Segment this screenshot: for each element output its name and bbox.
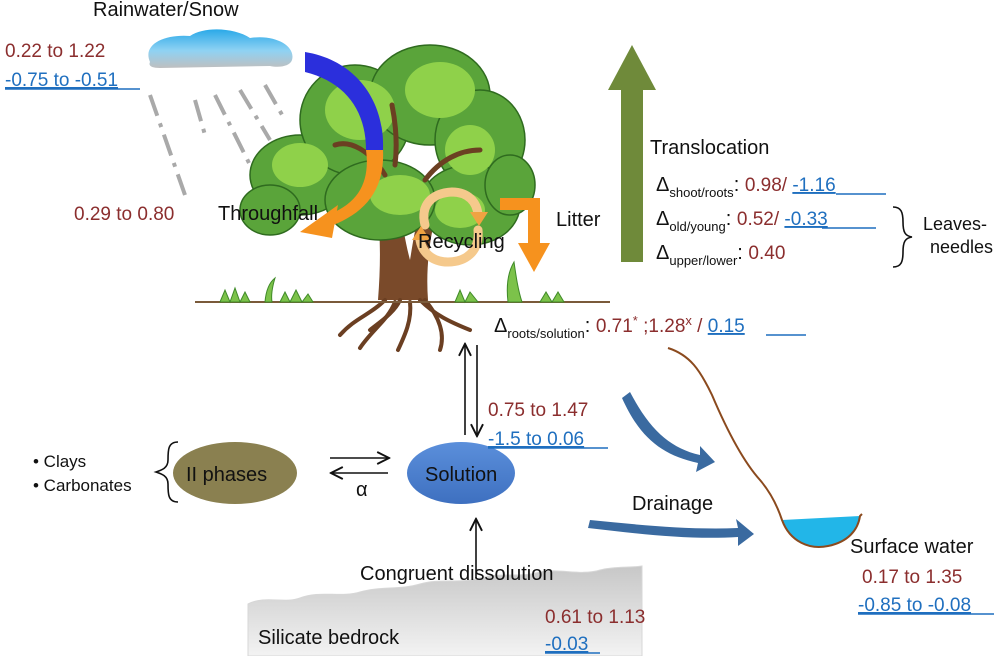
- delta-blue: -1.16: [792, 175, 835, 196]
- solution-ellipse: [407, 442, 515, 504]
- congruent-label: Congruent dissolution: [360, 563, 553, 585]
- soil-red-value: 0.75 to 1.47: [488, 400, 588, 421]
- delta-shoot-roots: Δshoot/roots: 0.98/ -1.16: [656, 174, 836, 200]
- delta-sep: :: [737, 242, 748, 264]
- delta-red: /: [692, 316, 708, 337]
- surface-water-icon: [667, 347, 863, 548]
- delta-symbol: Δ: [656, 242, 669, 264]
- throughfall-red-value: 0.29 to 0.80: [74, 204, 174, 225]
- exchange-arrows: [330, 458, 388, 473]
- phases-bracket: [153, 441, 179, 503]
- rainwater-label: Rainwater/Snow: [93, 0, 239, 21]
- translocation-arrow: [608, 45, 656, 262]
- root-solution-arrows: [465, 345, 477, 435]
- rain-cloud-icon: [148, 29, 293, 69]
- litter-label: Litter: [556, 209, 601, 231]
- tree-icon: [239, 44, 536, 352]
- delta-red: 0.71: [596, 316, 633, 337]
- grass-icon: [219, 260, 565, 304]
- delta-sep: :: [734, 174, 745, 196]
- bedrock-label: Silicate bedrock: [258, 627, 400, 649]
- surface-water-label: Surface water: [850, 536, 974, 558]
- clays-label: • Clays: [33, 452, 86, 471]
- bedrock-blue-value: -0.03: [545, 634, 588, 655]
- delta-red: 0.98/: [745, 175, 793, 196]
- rain-streaks: [148, 84, 287, 196]
- delta-sep: :: [726, 208, 737, 230]
- leaves-label-1: Leaves-: [923, 214, 987, 234]
- delta-sep: :: [585, 315, 596, 337]
- delta-symbol: Δ: [656, 174, 669, 196]
- bedrock-red-value: 0.61 to 1.13: [545, 607, 645, 628]
- rain-red-value: 0.22 to 1.22: [5, 41, 105, 62]
- delta-sub: upper/lower: [669, 253, 738, 268]
- throughfall-arcs: [300, 52, 384, 238]
- soil-blue-value: -1.5 to 0.06: [488, 429, 584, 450]
- delta-upper-lower: Δupper/lower: 0.40: [656, 242, 785, 268]
- delta-red: 0.52/: [737, 209, 785, 230]
- delta-roots-solution: Δroots/solution: 0.71* ;1.28x / 0.15: [494, 313, 745, 341]
- throughfall-label: Throughfall: [218, 203, 318, 225]
- drainage-arrows: [588, 392, 754, 546]
- surface-blue-value: -0.85 to -0.08: [858, 595, 971, 616]
- delta-sub: shoot/roots: [669, 185, 734, 200]
- leaves-label-2: needles: [930, 237, 993, 257]
- phases-label: II phases: [186, 464, 267, 486]
- bedrock-icon: [247, 565, 643, 656]
- drainage-label: Drainage: [632, 493, 713, 515]
- delta-symbol: Δ: [656, 208, 669, 230]
- delta-blue: -0.33: [784, 209, 827, 230]
- delta-sub: old/young: [669, 219, 725, 234]
- solution-label: Solution: [425, 464, 497, 486]
- phases-ellipse: [173, 442, 297, 504]
- delta-red: 0.40: [748, 243, 785, 264]
- delta-red: ;1.28: [638, 316, 686, 337]
- delta-sub: roots/solution: [507, 326, 584, 341]
- carbonates-label: • Carbonates: [33, 476, 132, 495]
- delta-symbol: Δ: [494, 315, 507, 337]
- surface-red-value: 0.17 to 1.35: [862, 567, 962, 588]
- leaves-bracket: [892, 206, 913, 268]
- litter-arrow: [500, 198, 550, 272]
- delta-old-young: Δold/young: 0.52/ -0.33: [656, 208, 828, 234]
- rain-blue-value: -0.75 to -0.51: [5, 70, 118, 91]
- alpha-label: α: [356, 479, 368, 501]
- delta-blue: 0.15: [708, 316, 745, 337]
- delta-sup: x: [685, 313, 692, 328]
- delta-sup: *: [633, 313, 638, 328]
- recycling-label: Recycling: [418, 231, 505, 253]
- translocation-label: Translocation: [650, 137, 769, 159]
- recycling-arrows-icon: [412, 187, 488, 267]
